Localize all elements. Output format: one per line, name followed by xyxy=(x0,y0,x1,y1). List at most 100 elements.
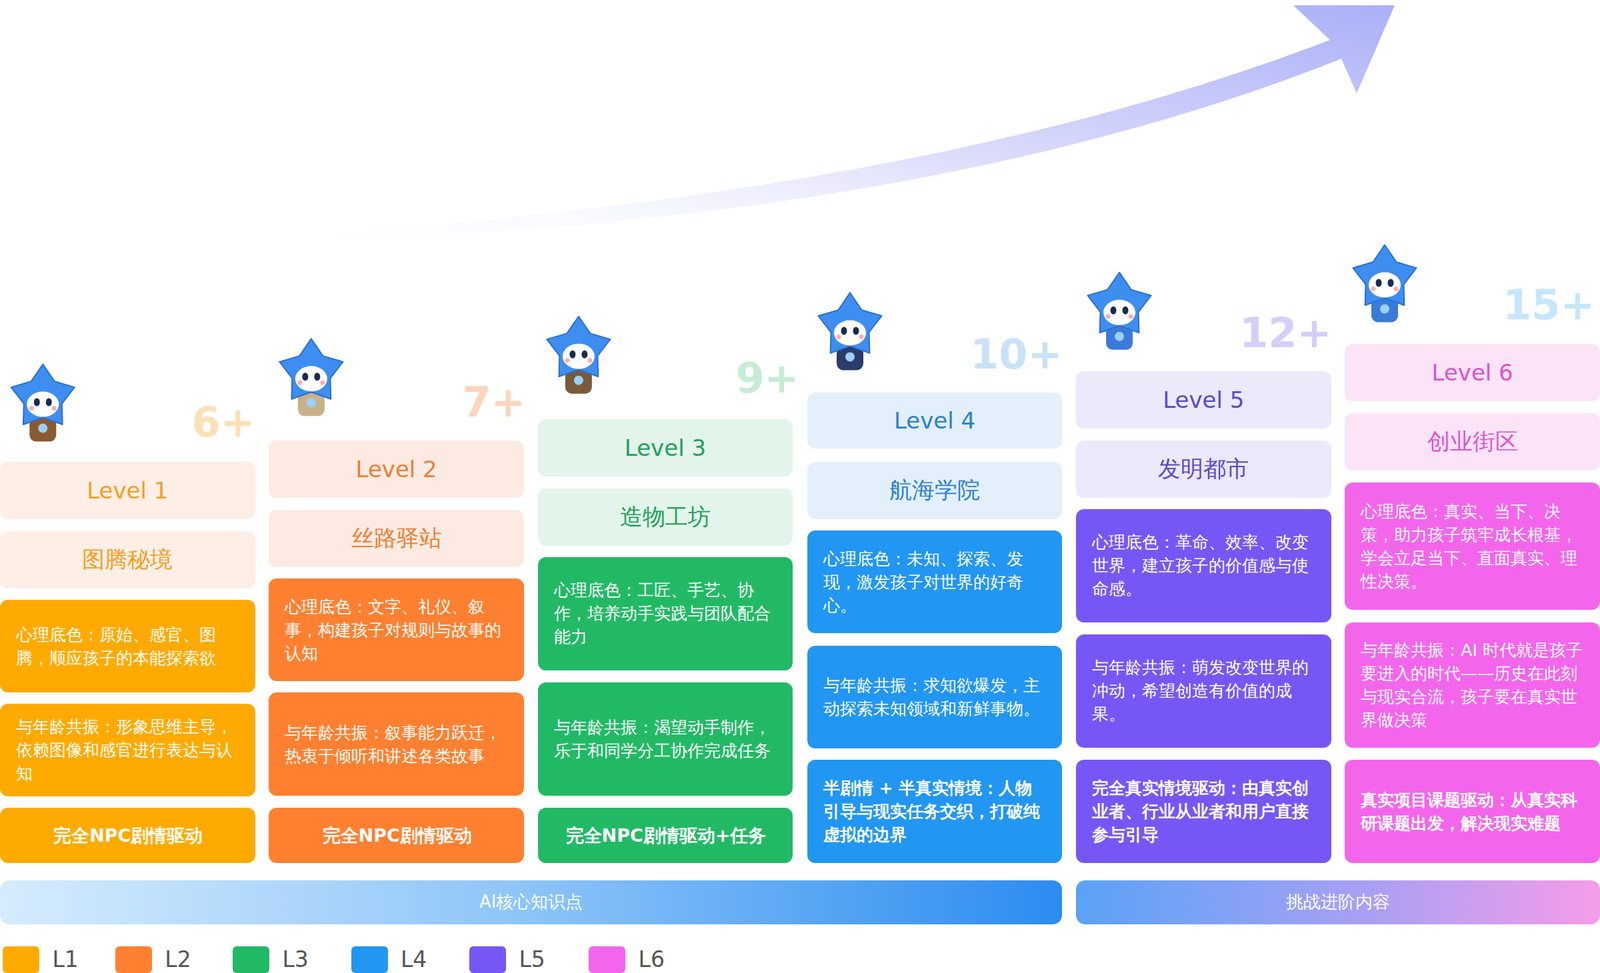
world-name: 丝路驿站 xyxy=(268,510,524,568)
level-pill: Level 3 xyxy=(538,419,794,477)
mascot-face xyxy=(26,392,59,418)
drive-box: 真实项目课题驱动：从真实科研课题出发，解决现实难题 xyxy=(1344,760,1600,864)
world-name: 创业街区 xyxy=(1344,413,1600,471)
mascot-face xyxy=(295,366,328,392)
mascot-head xyxy=(1088,272,1152,334)
box-text: 心理底色：真实、当下、决策，助力孩子筑牢成长根基，学会立足当下、直面真实、理性决… xyxy=(1360,500,1586,594)
mascot-head xyxy=(279,338,343,400)
age-box: 与年龄共振：渴望动手制作，乐于和同学分工协作完成任务 xyxy=(538,682,794,796)
box-text: 创业街区 xyxy=(1427,426,1518,458)
age-label: 7+ xyxy=(462,378,526,427)
age-box: 与年龄共振：萌发改变世界的冲动，希望创造有价值的成果。 xyxy=(1076,634,1332,748)
level-pill: Level 4 xyxy=(807,392,1063,449)
mascot-cheek xyxy=(52,406,57,411)
drive-box: 半剧情 + 半真实情境：人物引导与现实任务交织，打破纯虚拟的边界 xyxy=(807,760,1063,864)
drive-box: 完全NPC剧情驱动 xyxy=(268,808,524,864)
mindset-box: 心理底色：工匠、手艺、协作，培养动手实践与团队配合能力 xyxy=(538,557,794,671)
section-bar: AI核心知识点 xyxy=(0,880,1062,925)
drive-box: 完全真实情境驱动：由真实创业者、行业从业者和用户直接参与引导 xyxy=(1076,760,1332,864)
world-name: 发明都市 xyxy=(1076,440,1332,498)
mascot-eye xyxy=(1122,306,1129,315)
drive-box: 完全NPC剧情驱动+任务 xyxy=(538,808,794,864)
box-text: 心理底色：文字、礼仪、叙事，构建孩子对规则与故事的认知 xyxy=(284,595,510,666)
mascot-face xyxy=(562,344,595,370)
box-text: 心理底色：原始、感官、图腾，顺应孩子的本能探索欲 xyxy=(16,623,241,670)
mascot-figure xyxy=(1353,245,1417,323)
box-text: 真实项目课题驱动：从真实科研课题出发，解决现实难题 xyxy=(1360,788,1586,836)
mascot-eye xyxy=(46,398,52,407)
mascot-badge xyxy=(574,376,584,386)
mascot-cheek xyxy=(1106,314,1111,319)
mascot-eye xyxy=(1110,306,1117,315)
world-name: 航海学院 xyxy=(807,462,1063,520)
mindset-box: 心理底色：原始、感官、图腾，顺应孩子的本能探索欲 xyxy=(0,600,256,693)
mascot-cheek xyxy=(836,334,842,340)
mascot-cheek xyxy=(320,380,325,386)
mascot-badge xyxy=(306,398,316,408)
box-text: Level 4 xyxy=(894,407,976,434)
mindset-box: 心理底色：真实、当下、决策，助力孩子筑牢成长根基，学会立足当下、直面真实、理性决… xyxy=(1344,482,1600,610)
age-label: 12+ xyxy=(1239,308,1332,358)
box-text: 心理底色：革命、效率、改变世界，建立孩子的价值感与使命感。 xyxy=(1092,530,1317,601)
legend-text: L2 xyxy=(164,946,191,973)
box-text: 完全NPC剧情驱动+任务 xyxy=(566,823,767,849)
mascot-cheek xyxy=(587,358,592,363)
mascot-figure xyxy=(546,316,610,394)
mascot-badge xyxy=(38,424,48,434)
box-text: 完全NPC剧情驱动 xyxy=(322,823,472,849)
mascot-cheek xyxy=(1394,286,1399,292)
box-text: Level 6 xyxy=(1432,359,1514,386)
age-box: 与年龄共振：形象思维主导，依赖图像和感官进行表达与认知 xyxy=(0,704,256,797)
box-text: 半剧情 + 半真实情境：人物引导与现实任务交织，打破纯虚拟的边界 xyxy=(823,776,1048,847)
legend-text: L3 xyxy=(282,946,308,973)
mascot-eye xyxy=(841,326,848,335)
box-text: 与年龄共振：叙事能力跃迁，热衷于倾听和讲述各类故事 xyxy=(284,721,510,768)
mascot-figure xyxy=(818,292,882,370)
bar-text: 挑战进阶内容 xyxy=(1286,890,1390,914)
mascot-badge xyxy=(845,352,855,362)
box-text: 完全真实情境驱动：由真实创业者、行业从业者和用户直接参与引导 xyxy=(1092,776,1317,847)
box-text: Level 3 xyxy=(624,434,706,462)
box-text: 丝路驿站 xyxy=(351,523,442,554)
legend-swatch xyxy=(2,946,40,973)
mascot-face xyxy=(834,320,866,346)
age-label: 6+ xyxy=(192,398,256,447)
box-text: 图腾秘境 xyxy=(82,544,173,576)
mascot-figure xyxy=(1088,272,1152,350)
mascot-eye xyxy=(1376,279,1382,288)
mascot-cheek xyxy=(859,334,864,340)
mascot-eye xyxy=(853,326,860,335)
legend-text: L6 xyxy=(638,946,665,973)
mascot-eye xyxy=(569,350,576,359)
box-text: 造物工坊 xyxy=(620,502,711,533)
mascot-figure xyxy=(11,364,75,442)
box-text: 与年龄共振：渴望动手制作，乐于和同学分工协作完成任务 xyxy=(554,716,779,763)
mascot-face xyxy=(1103,300,1136,326)
legend-text: L1 xyxy=(52,946,78,973)
world-name: 造物工坊 xyxy=(538,488,794,546)
box-text: 心理底色：未知、探索、发现，激发孩子对世界的好奇心。 xyxy=(823,547,1048,618)
level-pill: Level 5 xyxy=(1076,371,1332,429)
age-box: 与年龄共振：AI 时代就是孩子要进入的时代——历史在此刻与现实合流，孩子要在真实… xyxy=(1344,622,1600,748)
box-text: Level 2 xyxy=(356,456,438,483)
mindset-box: 心理底色：文字、礼仪、叙事，构建孩子对规则与故事的认知 xyxy=(268,578,524,682)
bar-text: AI核心知识点 xyxy=(479,890,583,914)
legend-swatch xyxy=(232,946,270,973)
legend-text: L4 xyxy=(400,946,427,973)
mascot-head xyxy=(1353,245,1417,306)
age-label: 9+ xyxy=(735,354,799,403)
mascot-head xyxy=(11,364,75,425)
legend-swatch xyxy=(469,946,506,973)
mascot-head xyxy=(546,316,610,377)
age-label: 10+ xyxy=(970,330,1062,379)
mascot-eye xyxy=(302,372,308,381)
box-text: 与年龄共振：求知欲爆发，主动探索未知领域和新鲜事物。 xyxy=(823,674,1048,721)
level-pill: Level 2 xyxy=(268,440,524,498)
mascot-cheek xyxy=(564,358,570,363)
mascot-figure xyxy=(279,338,343,416)
age-box: 与年龄共振：求知欲爆发，主动探索未知领域和新鲜事物。 xyxy=(807,646,1063,750)
mindset-box: 心理底色：未知、探索、发现，激发孩子对世界的好奇心。 xyxy=(807,530,1063,634)
box-text: 发明都市 xyxy=(1158,454,1249,485)
mascot-eye xyxy=(34,398,40,407)
